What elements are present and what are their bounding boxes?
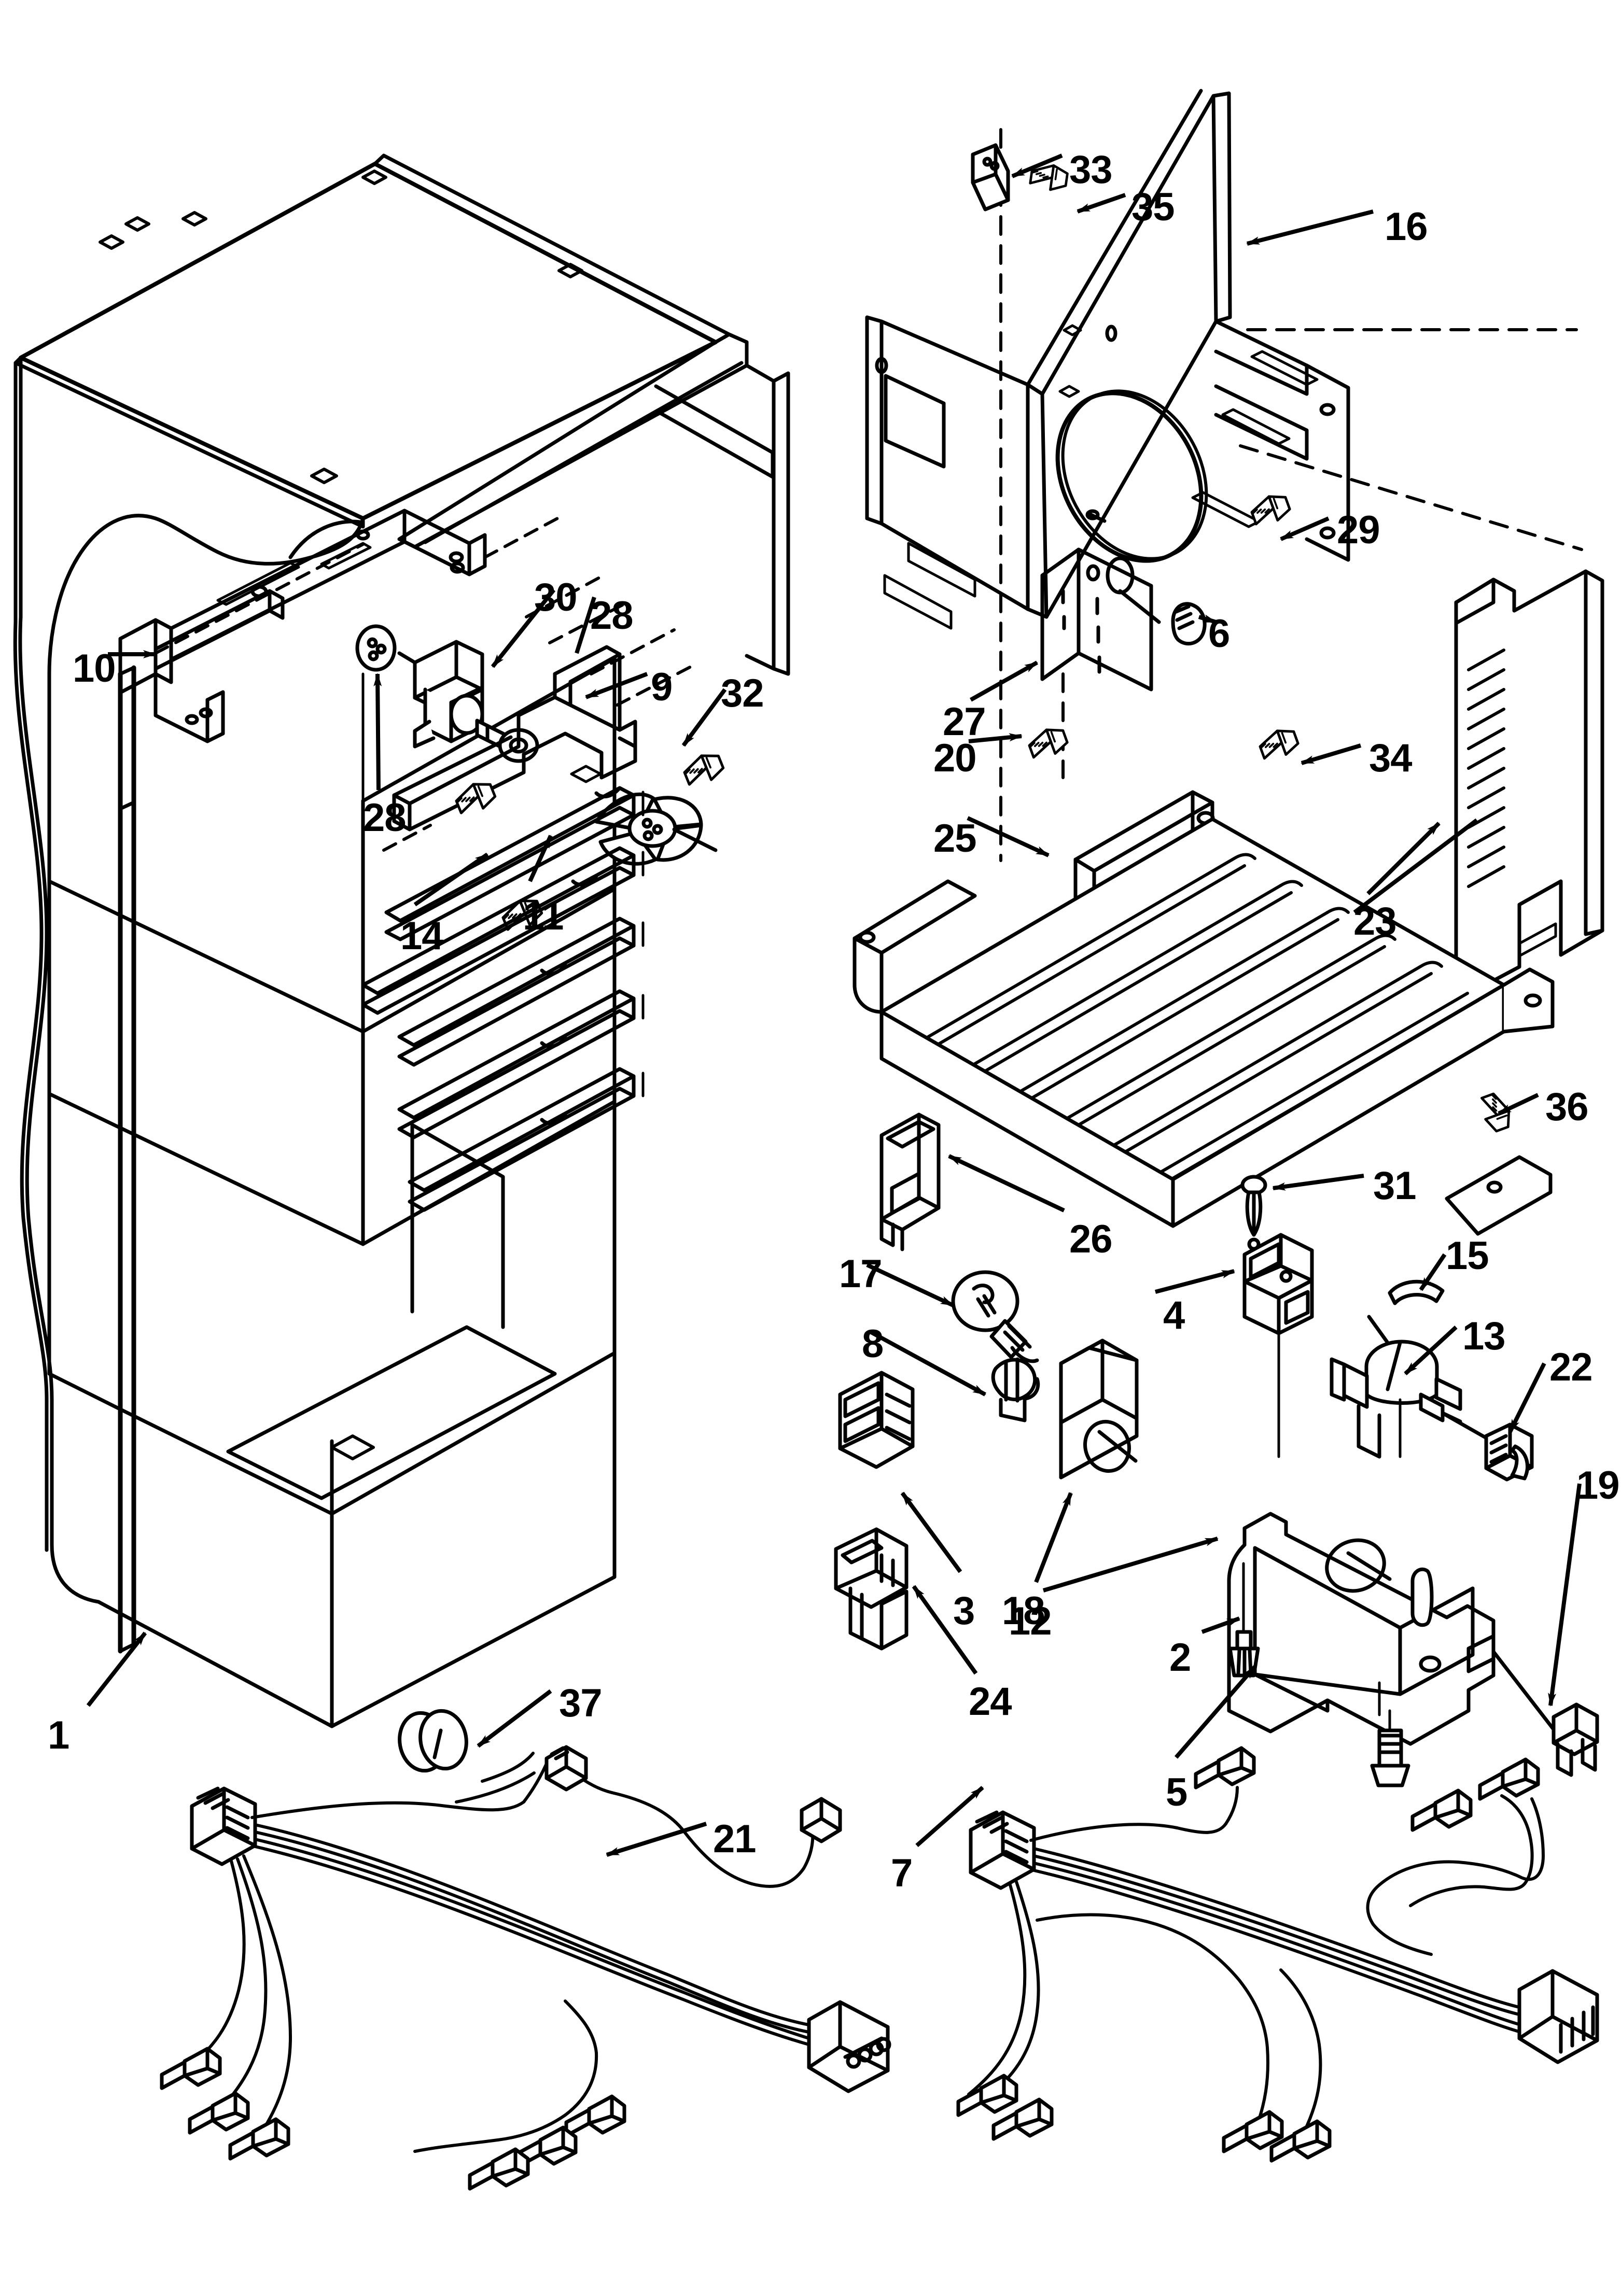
callout-10: 10 [73,646,116,691]
callout-8: 8 [862,1322,884,1366]
callout-31: 31 [1373,1164,1417,1208]
callout-24: 24 [969,1680,1012,1724]
callout-7: 7 [891,1851,913,1895]
callout-12: 12 [1009,1599,1052,1643]
callout-21: 21 [713,1817,757,1861]
callout-16: 16 [1385,205,1428,249]
callout-9: 9 [651,665,673,709]
callout-35: 35 [1131,185,1175,229]
callout-14: 14 [400,914,444,958]
callout-11: 11 [523,894,564,938]
callout-19: 19 [1576,1463,1620,1508]
callout-25: 25 [933,816,977,861]
callout-22: 22 [1549,1345,1593,1389]
callout-29: 29 [1337,508,1380,552]
callout-27: 27 [943,700,986,744]
callout-34: 34 [1369,736,1413,780]
callout-18: 18 [1002,1589,1045,1633]
callout-30: 30 [534,575,578,619]
callout-33: 33 [1069,148,1113,192]
callout-1: 1 [48,1713,69,1757]
callout-28-lower: 28 [363,796,407,840]
callout-4: 4 [1163,1293,1185,1337]
callout-2: 2 [1169,1636,1191,1680]
callout-26: 26 [1069,1217,1113,1261]
callout-5: 5 [1166,1770,1187,1814]
callout-6: 6 [1208,612,1230,656]
callout-17: 17 [839,1252,883,1296]
callout-3: 3 [953,1589,975,1633]
callout-20: 20 [933,736,977,780]
callout-15: 15 [1446,1234,1489,1278]
callout-37: 37 [559,1681,603,1725]
callout-13: 13 [1462,1314,1506,1358]
callout-32: 32 [721,671,764,715]
callout-23: 23 [1353,899,1397,943]
callout-28: 28 [590,594,634,638]
callout-36: 36 [1545,1085,1589,1129]
